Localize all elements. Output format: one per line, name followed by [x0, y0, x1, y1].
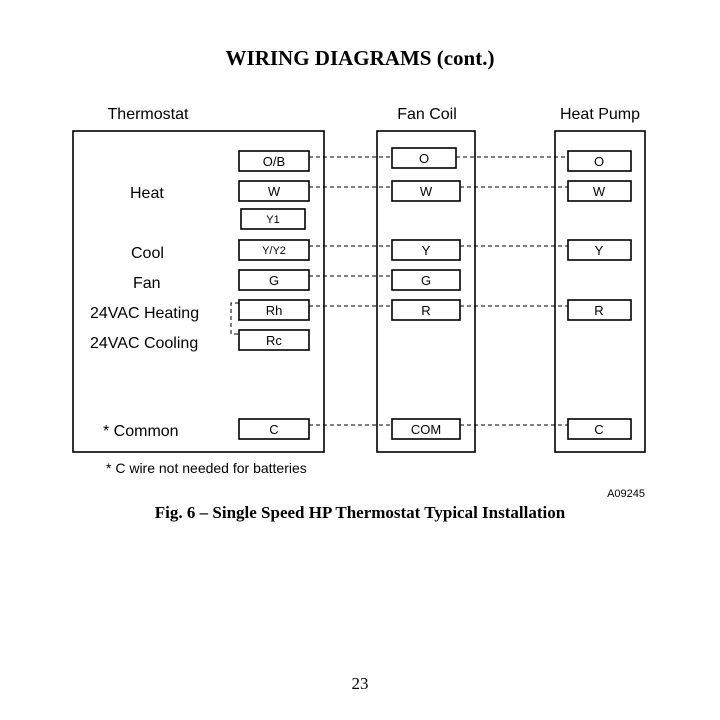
- fan-coil-terminal-y: Y: [391, 239, 461, 261]
- fan-coil-unit: [376, 130, 476, 453]
- thermostat-terminal-w: W: [238, 180, 310, 202]
- thermostat-header: Thermostat: [108, 106, 189, 123]
- terminal-label: Rh: [266, 303, 283, 318]
- thermostat-terminal-rc: Rc: [238, 329, 310, 351]
- terminal-label: O: [594, 154, 604, 169]
- thermostat-terminal-rh: Rh: [238, 299, 310, 321]
- terminal-label: C: [269, 422, 278, 437]
- fan-coil-terminal-r: R: [391, 299, 461, 321]
- terminal-label: Y: [422, 243, 431, 258]
- terminal-label: R: [421, 303, 430, 318]
- thermostat-terminal-y1: Y1: [240, 208, 306, 230]
- heat-pump-header: Heat Pump: [560, 106, 640, 123]
- terminal-label: COM: [411, 422, 441, 437]
- heat-pump-terminal-r: R: [567, 299, 632, 321]
- heat-pump-terminal-o: O: [567, 150, 632, 172]
- terminal-label: Rc: [266, 333, 282, 348]
- terminal-label: Y/Y2: [262, 245, 286, 257]
- cool-label: Cool: [131, 245, 164, 262]
- heat-pump-unit: [554, 130, 646, 453]
- page-number: 23: [351, 674, 369, 693]
- 24vac-cooling-label: 24VAC Cooling: [90, 335, 198, 352]
- terminal-label: Y1: [266, 214, 279, 226]
- fan-coil-terminal-com: COM: [391, 418, 461, 440]
- jumper-rh-rc: [230, 302, 239, 335]
- wires: [230, 156, 568, 426]
- thermostat-terminal-y2: Y/Y2: [238, 239, 310, 261]
- fan-coil-terminal-o: O: [391, 147, 457, 169]
- fan-coil-terminal-g: G: [391, 269, 461, 291]
- terminal-label: O/B: [263, 154, 285, 169]
- terminal-label: G: [421, 273, 431, 288]
- fan-label: Fan: [133, 275, 161, 292]
- common-label: * Common: [103, 423, 179, 440]
- thermostat-unit: [72, 130, 325, 453]
- 24vac-heating-label: 24VAC Heating: [90, 305, 199, 322]
- figure-code: A09245: [607, 488, 645, 500]
- terminal-label: W: [593, 184, 606, 199]
- footnote: * C wire not needed for batteries: [106, 460, 307, 476]
- terminal-label: R: [594, 303, 603, 318]
- heat-label: Heat: [130, 185, 164, 202]
- terminal-label: W: [420, 184, 433, 199]
- figure-caption: Fig. 6 – Single Speed HP Thermostat Typi…: [154, 503, 566, 522]
- terminal-label: Y: [595, 243, 604, 258]
- terminal-label: O: [419, 151, 429, 166]
- terminal-label: W: [268, 184, 281, 199]
- heat-pump-terminal-w: W: [567, 180, 632, 202]
- fan-coil-header: Fan Coil: [397, 106, 457, 123]
- thermostat-terminal-ob: O/B: [238, 150, 310, 172]
- page-title: WIRING DIAGRAMS (cont.): [225, 46, 495, 70]
- fan-coil-terminal-w: W: [391, 180, 461, 202]
- thermostat-terminal-c: C: [238, 418, 310, 440]
- thermostat-terminal-g: G: [238, 269, 310, 291]
- heat-pump-terminal-y: Y: [567, 239, 632, 261]
- terminal-label: C: [594, 422, 603, 437]
- heat-pump-terminal-c: C: [567, 418, 632, 440]
- terminal-label: G: [269, 273, 279, 288]
